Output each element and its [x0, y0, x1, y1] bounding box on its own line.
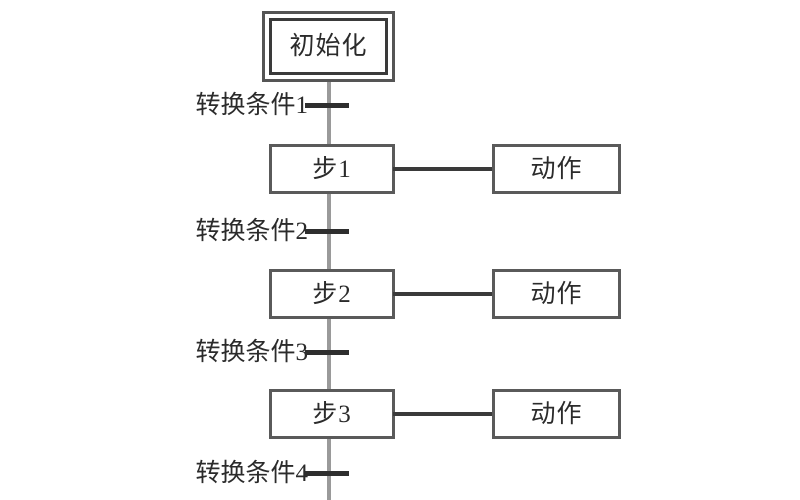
transition-tick-4 — [305, 471, 349, 476]
transition-label-2: 转换条件2 — [195, 218, 308, 245]
action-box-3[interactable]: 动作 — [492, 389, 621, 439]
step-3-action-connector — [393, 412, 494, 416]
step-1-action-connector — [393, 167, 494, 171]
initial-step-box[interactable]: 初始化 — [262, 11, 395, 82]
step-box-3[interactable]: 步3 — [269, 389, 395, 439]
link-step-2-to-transition-3 — [327, 318, 331, 394]
step-box-2[interactable]: 步2 — [269, 269, 395, 319]
action-label-2: 动作 — [530, 280, 583, 308]
step-2-action-connector — [393, 292, 494, 296]
step-label-2: 步2 — [312, 280, 352, 308]
step-label-3: 步3 — [312, 400, 352, 428]
step-label-1: 步1 — [312, 155, 352, 183]
transition-label-3: 转换条件3 — [195, 339, 308, 366]
transition-label-4: 转换条件4 — [195, 460, 308, 487]
initial-step-label: 初始化 — [289, 33, 368, 60]
transition-tick-3 — [305, 350, 349, 355]
initial-step-inner-frame: 初始化 — [269, 18, 388, 75]
transition-label-1: 转换条件1 — [195, 92, 308, 119]
link-initial-to-transition-1 — [327, 82, 331, 146]
action-label-1: 动作 — [530, 155, 583, 183]
action-box-2[interactable]: 动作 — [492, 269, 621, 319]
step-box-1[interactable]: 步1 — [269, 144, 395, 194]
link-step-3-to-transition-4 — [327, 437, 331, 500]
action-label-3: 动作 — [530, 400, 583, 428]
transition-tick-1 — [305, 103, 349, 108]
action-box-1[interactable]: 动作 — [492, 144, 621, 194]
transition-tick-2 — [305, 229, 349, 234]
